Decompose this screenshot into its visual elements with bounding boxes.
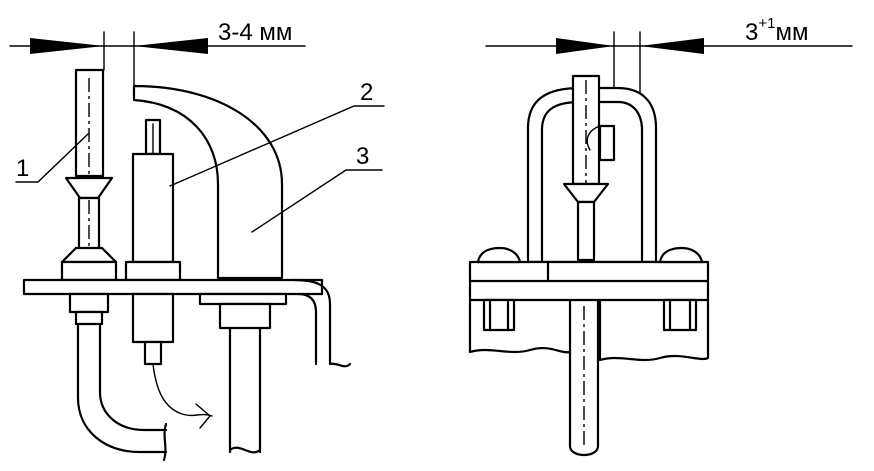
callout-3: 3: [251, 143, 383, 233]
right-bolt-left: [476, 246, 522, 332]
callout-1: 1: [15, 133, 89, 183]
right-bolt-right: [658, 246, 704, 332]
callout-3-label: 3: [356, 143, 369, 170]
right-dim-arrow-a: [556, 38, 614, 54]
thermocouple: [124, 118, 182, 282]
left-mounting-plate: [22, 278, 324, 296]
callout-2-label: 2: [360, 79, 373, 106]
right-tube: [562, 74, 610, 262]
callout-2: 2: [169, 79, 385, 187]
right-thermocouple: [598, 124, 616, 162]
left-view: 3-4 мм: [9, 19, 385, 462]
left-lower-parts: [68, 278, 352, 462]
left-dimension: 3-4 мм: [9, 19, 306, 91]
flame-hood: [132, 84, 284, 280]
left-dim-arrow-a: [30, 38, 104, 54]
right-bottom-pipe: [568, 298, 600, 457]
right-dim-label: 3+1мм: [745, 15, 808, 46]
pilot-tube: [60, 68, 118, 282]
right-dim-arrow-b: [640, 38, 704, 54]
left-dim-arrow-b: [134, 38, 208, 54]
left-dim-label: 3-4 мм: [218, 19, 292, 46]
right-view: 3+1мм: [468, 15, 853, 457]
callout-1-label: 1: [16, 155, 29, 182]
